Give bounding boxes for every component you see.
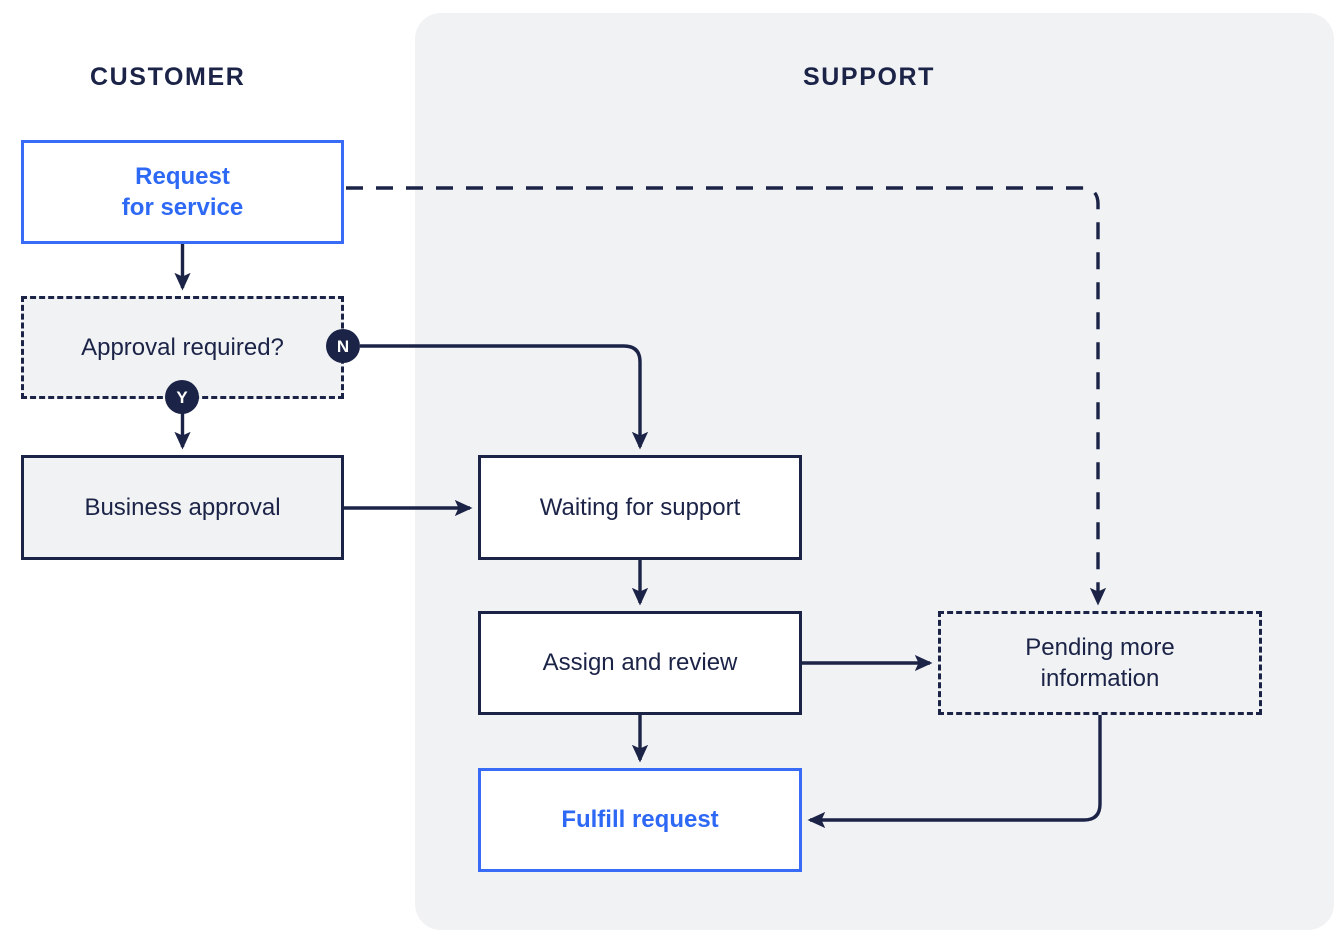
node-request-label-line2: for service	[121, 194, 244, 221]
node-fulfill-label: Fulfill request	[561, 806, 719, 834]
node-pending-label: Pending more information	[1025, 632, 1174, 694]
node-request-for-service[interactable]: Request for service	[21, 140, 344, 244]
node-request-label: Request for service	[122, 161, 243, 223]
node-waiting-label: Waiting for support	[539, 493, 741, 521]
node-business-label: Business approval	[84, 493, 281, 521]
node-business-approval[interactable]: Business approval	[21, 455, 344, 560]
node-pending-more-information[interactable]: Pending more information	[938, 611, 1262, 715]
node-fulfill-request[interactable]: Fulfill request	[478, 768, 802, 872]
node-assign-and-review[interactable]: Assign and review	[478, 611, 802, 715]
branch-marker-no: N	[326, 329, 360, 363]
node-assign-label: Assign and review	[542, 649, 738, 677]
lane-title-customer: CUSTOMER	[90, 63, 246, 91]
node-request-label-line1: Request	[135, 162, 230, 190]
node-approval-label: Approval required?	[81, 333, 284, 361]
lane-title-support: SUPPORT	[803, 63, 936, 91]
node-pending-label-line2: information	[1040, 665, 1160, 692]
branch-marker-yes: Y	[165, 380, 199, 414]
node-pending-label-line1: Pending more	[1025, 633, 1175, 661]
node-waiting-for-support[interactable]: Waiting for support	[478, 455, 802, 560]
